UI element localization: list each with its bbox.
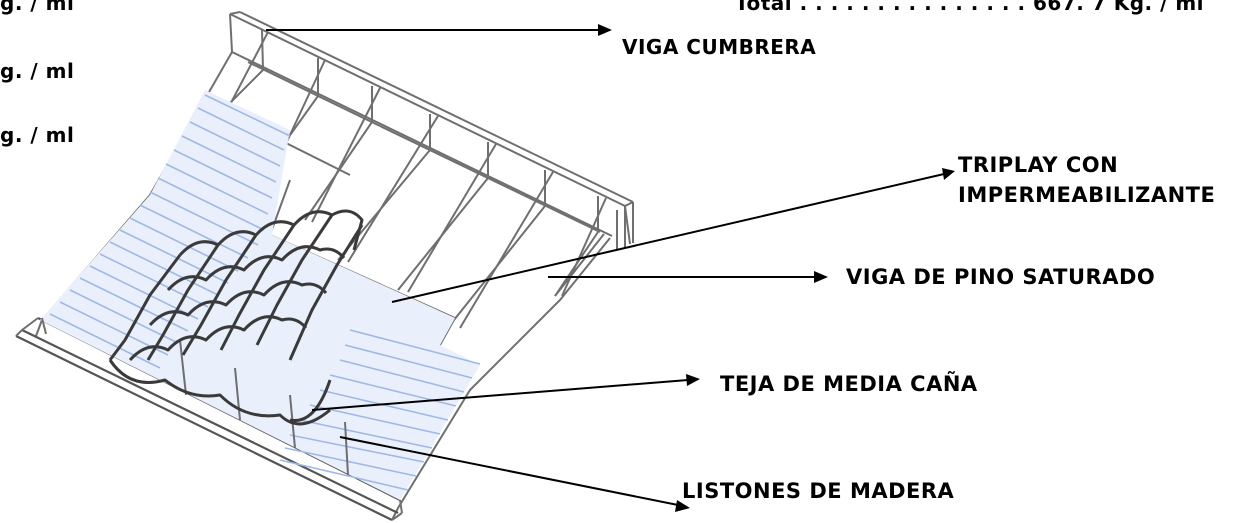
pointer-arrows [266, 24, 955, 512]
fragment-top-left: g. / ml [0, 0, 74, 15]
fragment-left-2: g. / ml [0, 59, 74, 83]
roof-structure [15, 11, 634, 521]
label-viga-pino: VIGA DE PINO SATURADO [846, 265, 1155, 289]
label-triplay-line2: IMPERMEABILIZANTE [958, 183, 1215, 207]
label-viga-cumbrera: VIGA CUMBRERA [622, 35, 816, 59]
wooden-battens [40, 90, 481, 500]
label-triplay-line1: TRIPLAY CON [958, 153, 1118, 177]
pine-rafters [199, 29, 607, 329]
label-teja: TEJA DE MEDIA CAÑA [720, 371, 978, 396]
half-round-tiles [108, 209, 364, 426]
fragment-left-3: g. / ml [0, 123, 74, 147]
ridge-beam [229, 11, 634, 250]
label-listones: LISTONES DE MADERA [682, 479, 955, 503]
fragment-total: Total . . . . . . . . . . . . . . . 667.… [735, 0, 1204, 15]
